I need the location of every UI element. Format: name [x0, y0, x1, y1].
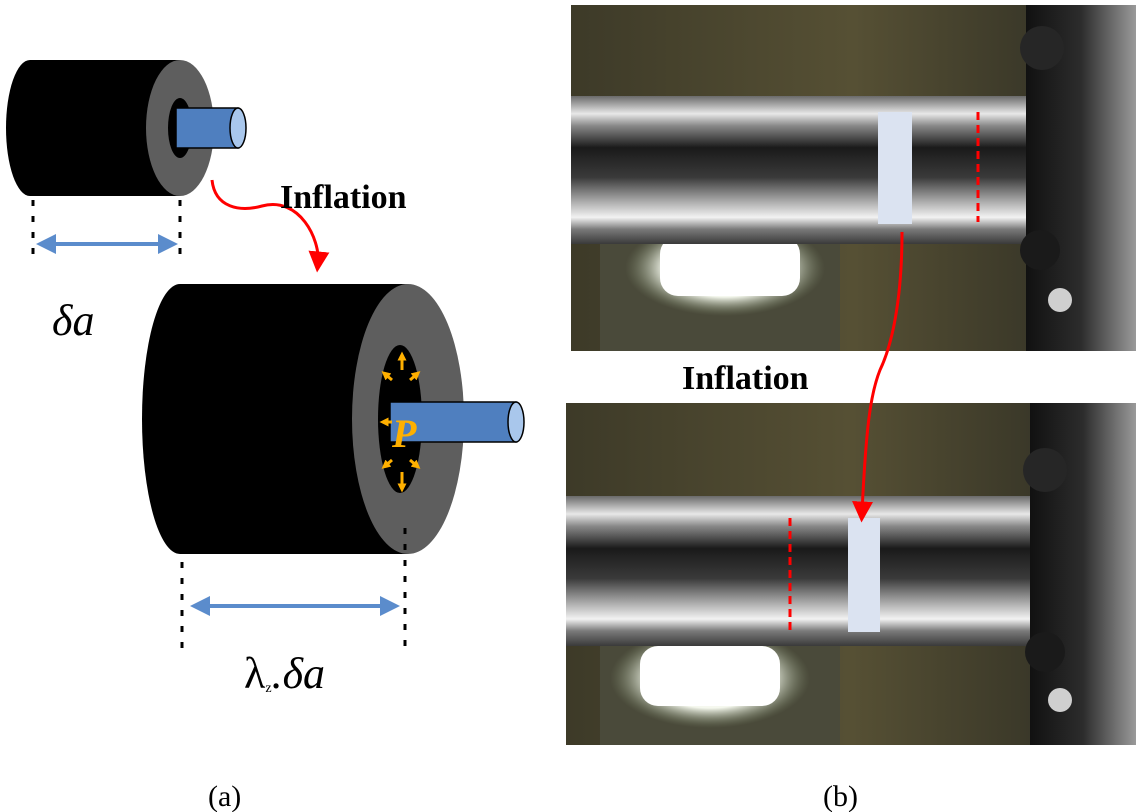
inflation-label-a: Inflation: [280, 179, 407, 216]
stretched-length-label: λz.δa: [244, 649, 325, 698]
small-cylinder: [6, 60, 247, 196]
initial-length-label: δa: [52, 296, 94, 345]
pressure-arrows: [379, 351, 421, 493]
photo-after-inflation: [566, 403, 1136, 745]
photo-before-inflation: [571, 5, 1136, 351]
panel-a: δa Inflation P: [6, 60, 525, 812]
inflation-label-b: Inflation: [682, 360, 809, 397]
marker-band-top: [878, 112, 912, 224]
panel-b: Inflation (b): [566, 5, 1136, 812]
inflation-arrow-b: [852, 231, 904, 523]
marker-band-bottom: [848, 518, 880, 632]
stretched-length-dimension: [180, 528, 407, 652]
inflated-cylinder: P: [142, 284, 525, 554]
inflation-arrow-a: [210, 179, 330, 273]
initial-length-dimension: [31, 200, 182, 262]
pressure-label: P: [391, 411, 417, 456]
caption-b: (b): [823, 780, 858, 812]
caption-a: (a): [208, 780, 241, 812]
